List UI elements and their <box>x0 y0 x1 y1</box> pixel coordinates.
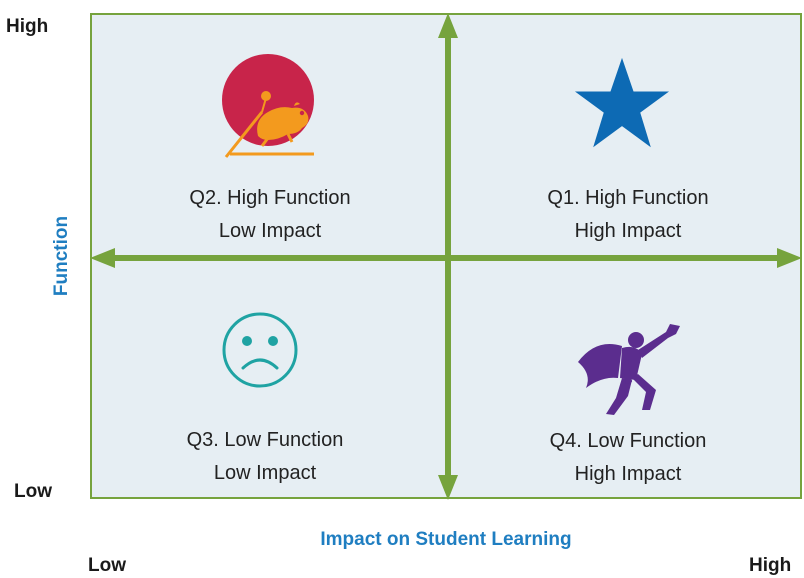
x-axis-low-label: Low <box>88 555 126 576</box>
sad-face-icon <box>222 312 298 388</box>
q3-label: Q3. Low Function Low Impact <box>135 424 395 490</box>
q3-label-line2: Low Impact <box>213 462 317 484</box>
horizontal-axis-arrow <box>90 248 802 268</box>
superhero-icon <box>578 324 680 415</box>
x-axis-high-label: High <box>749 555 792 576</box>
q2-label-line1: Q2. High Function <box>189 187 351 209</box>
q2-label: Q2. High Function Low Impact <box>140 182 400 248</box>
q4-label-line2: High Impact <box>574 463 682 485</box>
y-axis-high-label: High <box>6 16 49 37</box>
q1-label-line2: High Impact <box>574 220 682 242</box>
star-icon <box>574 57 670 148</box>
q4-label: Q4. Low Function High Impact <box>498 425 758 491</box>
q3-label-line1: Q3. Low Function <box>186 429 344 451</box>
y-axis-low-label: Low <box>14 481 52 502</box>
q1-label-line1: Q1. High Function <box>547 187 709 209</box>
q4-label-line1: Q4. Low Function <box>549 430 707 452</box>
hamster-wheel-icon <box>222 54 314 158</box>
x-axis-title: Impact on Student Learning <box>320 529 572 550</box>
q1-label: Q1. High Function High Impact <box>498 182 758 248</box>
y-axis-title: Function <box>51 215 72 297</box>
q2-label-line2: Low Impact <box>218 220 322 242</box>
